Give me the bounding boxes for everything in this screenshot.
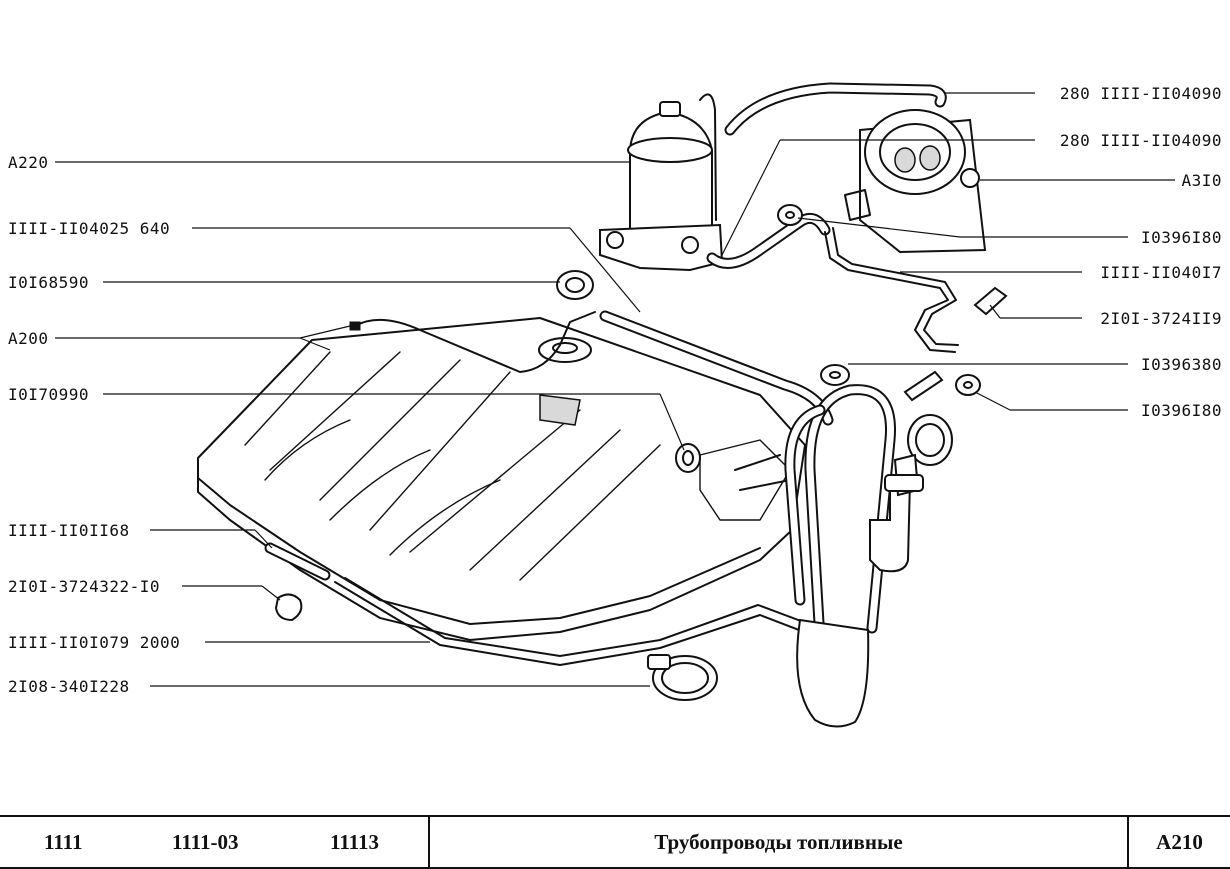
fuel-pump bbox=[599, 93, 724, 272]
footer-model-1: 1111 bbox=[44, 830, 83, 854]
callout-i0396i80-upper: I0396I80 bbox=[1141, 228, 1222, 247]
callout-2i0i-3724322-i0: 2I0I-3724322-I0 bbox=[8, 577, 160, 596]
callout-i0i70990: I0I70990 bbox=[8, 385, 89, 404]
clamps-and-grommets bbox=[264, 204, 1008, 701]
footer-page-code: A210 bbox=[1156, 830, 1203, 854]
callout-i0396380: I0396380 bbox=[1141, 355, 1222, 374]
callout-a3i0: A3I0 bbox=[1181, 171, 1222, 190]
callout-iiii-ii040i7: IIII-II040I7 bbox=[1100, 263, 1222, 282]
callout-280-iiii-ii04090-top: 280 IIII-II04090 bbox=[1060, 84, 1222, 103]
callout-i0396i80-lower: I0396I80 bbox=[1141, 401, 1222, 420]
fuel-hoses bbox=[334, 82, 959, 666]
callout-280-iiii-ii04090-second: 280 IIII-II04090 bbox=[1060, 131, 1222, 150]
footer-model-3: 11113 bbox=[330, 830, 380, 854]
filler-neck bbox=[796, 414, 953, 728]
callout-labels: A220 IIII-II04025 640 I0I68590 A200 I0I7… bbox=[8, 84, 1222, 696]
footer-divider-left bbox=[428, 817, 430, 867]
footer-title: Трубопроводы топливные bbox=[654, 830, 903, 854]
callout-2i0i-3724ii9: 2I0I-3724II9 bbox=[1100, 309, 1222, 328]
callout-a220: A220 bbox=[8, 153, 49, 172]
callout-2i08-340i228: 2I08-340I228 bbox=[8, 677, 130, 696]
footer-divider-right bbox=[1127, 817, 1129, 867]
carburetor bbox=[844, 109, 987, 254]
footer-model-2: 1111-03 bbox=[172, 830, 239, 854]
leader-lines bbox=[55, 92, 1175, 687]
fuel-tank bbox=[197, 317, 806, 641]
callout-iiii-ii0ii68: IIII-II0II68 bbox=[8, 521, 130, 540]
callout-a200: A200 bbox=[8, 329, 49, 348]
callout-i0i68590: I0I68590 bbox=[8, 273, 89, 292]
footer-title-block: 1111 1111-03 11113 Трубопроводы топливны… bbox=[0, 815, 1230, 869]
callout-iiii-ii0i079-2000: IIII-II0I079 2000 bbox=[8, 633, 180, 652]
callout-iiii-ii04025-640: IIII-II04025 640 bbox=[8, 219, 170, 238]
